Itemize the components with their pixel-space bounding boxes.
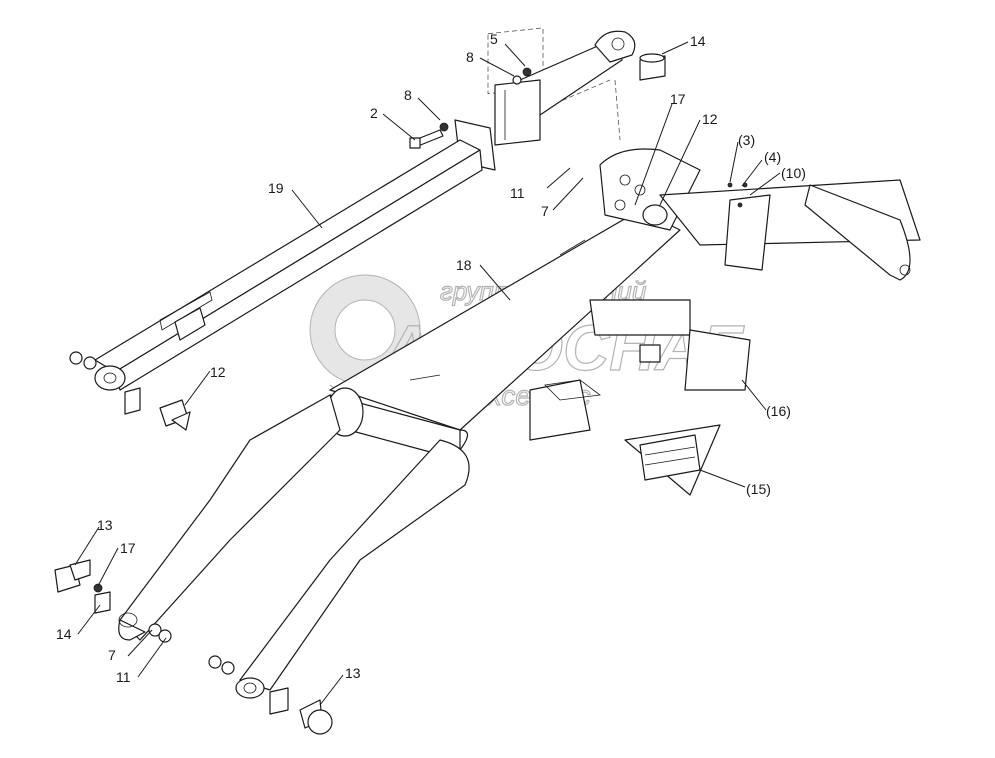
washer-icon — [69, 351, 83, 365]
callout-16: (16) — [766, 403, 791, 419]
callout-2: 2 — [370, 105, 378, 121]
callout-7: 7 — [108, 647, 116, 663]
pin-17-icon — [93, 583, 103, 593]
callout-14: 14 — [690, 33, 706, 49]
main-boom-18 — [118, 209, 681, 699]
callout-13: 13 — [97, 517, 113, 533]
callout-12: 12 — [702, 111, 718, 127]
callout-13: 13 — [345, 665, 361, 681]
sticker-15 — [624, 424, 721, 496]
hydraulic-cylinder-outline — [487, 27, 636, 146]
leader-lines — [74, 41, 781, 706]
callout-8: 8 — [404, 87, 412, 103]
washer-icon — [208, 655, 222, 669]
washer-icon — [158, 629, 172, 643]
callout-19: 19 — [268, 180, 284, 196]
washer-8-icon — [512, 75, 522, 85]
callout-11: 11 — [510, 185, 525, 201]
callout-5: 5 — [490, 31, 498, 47]
mounting-plate-assembly — [724, 182, 771, 271]
callout-15: (15) — [746, 481, 771, 497]
shield-16 — [589, 299, 751, 391]
rod-19 — [94, 119, 496, 391]
callout-12: 12 — [210, 364, 226, 380]
washer-icon — [221, 661, 235, 675]
callout-8: 8 — [466, 49, 474, 65]
callout-labels: 5 14 8 8 2 17 12 (3) (4) (10) 19 11 7 18… — [56, 31, 806, 685]
bolt-2 — [409, 122, 449, 149]
callout-4: (4) — [764, 149, 781, 165]
pin-13-lower-left — [54, 559, 91, 593]
washer-icon — [83, 356, 97, 370]
pivot-bracket — [599, 148, 921, 281]
bushing-lower-right — [269, 687, 289, 715]
pin-12-left — [124, 387, 191, 431]
nut-5-icon — [522, 67, 532, 77]
callout-11: 11 — [116, 669, 131, 685]
bushing-14-lower — [94, 591, 111, 614]
callout-7: 7 — [541, 203, 549, 219]
washer-icon — [148, 623, 162, 637]
callout-3: (3) — [738, 132, 755, 148]
pin-13-lower-right — [299, 699, 333, 735]
callout-14: 14 — [56, 626, 72, 642]
cover-panel — [529, 379, 602, 441]
bushing-14-top — [639, 53, 666, 81]
callout-10: (10) — [781, 165, 806, 181]
callout-17: 17 — [670, 91, 686, 107]
callout-17: 17 — [120, 540, 136, 556]
callout-18: 18 — [456, 257, 472, 273]
